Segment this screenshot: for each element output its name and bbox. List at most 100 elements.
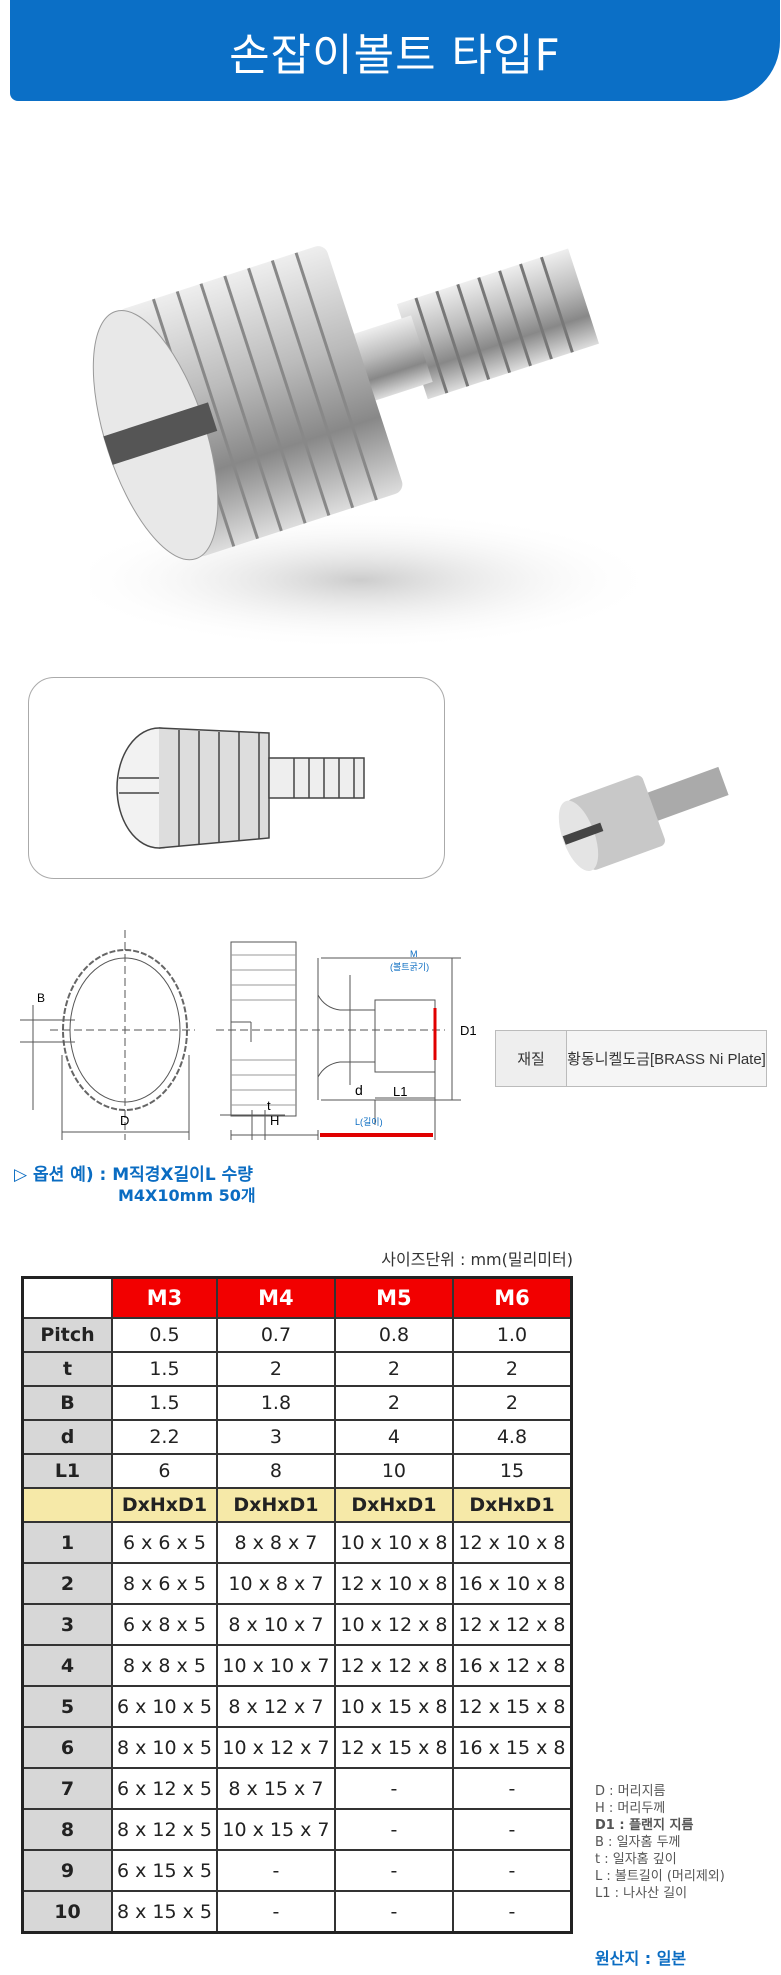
column-header: M4 bbox=[215, 1276, 336, 1319]
header-blank-cell bbox=[21, 1276, 113, 1319]
size-cell: - bbox=[451, 1808, 573, 1851]
size-cell: 12 x 15 x 8 bbox=[333, 1726, 454, 1769]
size-cell: 8 x 6 x 5 bbox=[111, 1562, 218, 1605]
spec-cell: 8 bbox=[215, 1453, 336, 1489]
label-M: M bbox=[410, 949, 418, 959]
bolt-line-drawing bbox=[116, 727, 365, 849]
size-cell: - bbox=[333, 1808, 454, 1851]
row-number: 1 bbox=[21, 1521, 113, 1564]
spec-cell: 2 bbox=[333, 1351, 454, 1387]
legend-item: D : 머리지름 bbox=[595, 1784, 666, 1799]
spec-cell: 2 bbox=[215, 1351, 336, 1387]
size-cell: 12 x 12 x 8 bbox=[333, 1644, 454, 1687]
size-cell: 12 x 10 x 8 bbox=[451, 1521, 573, 1564]
spec-cell: 0.5 bbox=[111, 1317, 218, 1353]
size-cell: 10 x 12 x 8 bbox=[333, 1603, 454, 1646]
material-label: 재질 bbox=[496, 1031, 567, 1086]
spec-cell: 1.5 bbox=[111, 1351, 218, 1387]
size-cell: 10 x 12 x 7 bbox=[215, 1726, 336, 1769]
spec-cell: 0.7 bbox=[215, 1317, 336, 1353]
size-unit-note: 사이즈단위 : mm(밀리미터) bbox=[381, 1250, 573, 1269]
label-H: H bbox=[270, 1113, 279, 1128]
legend-item: D1 : 플랜지 지름 bbox=[595, 1818, 694, 1833]
size-cell: 16 x 15 x 8 bbox=[451, 1726, 573, 1769]
size-cell: - bbox=[215, 1890, 336, 1934]
line-drawing-box bbox=[28, 677, 445, 879]
size-cell: 12 x 15 x 8 bbox=[451, 1685, 573, 1728]
legend-item: B : 일자홈 두께 bbox=[595, 1835, 681, 1850]
spec-cell: 1.0 bbox=[451, 1317, 573, 1353]
size-cell: 8 x 15 x 5 bbox=[111, 1890, 218, 1934]
row-number: 7 bbox=[21, 1767, 113, 1810]
dimension-header-cell: DxHxD1 bbox=[451, 1487, 573, 1523]
size-cell: - bbox=[451, 1767, 573, 1810]
dimension-header-cell: DxHxD1 bbox=[215, 1487, 336, 1523]
row-number: 3 bbox=[21, 1603, 113, 1646]
dimension-diagram: B D H t d L1 D1 M (볼트굵기) L(길이) bbox=[20, 930, 477, 1140]
size-cell: 16 x 12 x 8 bbox=[451, 1644, 573, 1687]
size-cell: 8 x 15 x 7 bbox=[215, 1767, 336, 1810]
spec-cell: 3 bbox=[215, 1419, 336, 1455]
size-cell: 8 x 8 x 5 bbox=[111, 1644, 218, 1687]
option-example-value: M4X10mm 50개 bbox=[118, 1186, 256, 1205]
row-label: B bbox=[21, 1385, 113, 1421]
spec-cell: 2 bbox=[451, 1385, 573, 1421]
spec-cell: 1.5 bbox=[111, 1385, 218, 1421]
material-value: 황동니켈도금[BRASS Ni Plate] bbox=[567, 1031, 766, 1086]
spec-cell: 15 bbox=[451, 1453, 573, 1489]
label-d: d bbox=[355, 1082, 363, 1098]
column-header: M6 bbox=[451, 1276, 573, 1319]
spec-cell: 10 bbox=[333, 1453, 454, 1489]
spec-cell: 2.2 bbox=[111, 1419, 218, 1455]
size-cell: - bbox=[451, 1849, 573, 1892]
row-number: 5 bbox=[21, 1685, 113, 1728]
origin-label: 원산지 : 일본 bbox=[595, 1949, 687, 1968]
row-label: t bbox=[21, 1351, 113, 1387]
dimension-header-cell: DxHxD1 bbox=[333, 1487, 454, 1523]
label-D: D bbox=[120, 1113, 129, 1128]
dimension-header-cell: DxHxD1 bbox=[111, 1487, 218, 1523]
row-label: d bbox=[21, 1419, 113, 1455]
size-cell: 8 x 12 x 7 bbox=[215, 1685, 336, 1728]
row-label: L1 bbox=[21, 1453, 113, 1489]
label-M-desc: (볼트굵기) bbox=[390, 962, 429, 972]
legend-item: t : 일자홈 깊이 bbox=[595, 1852, 677, 1867]
row-number: 4 bbox=[21, 1644, 113, 1687]
size-cell: 6 x 6 x 5 bbox=[111, 1521, 218, 1564]
size-cell: - bbox=[333, 1849, 454, 1892]
page-title: 손잡이볼트 타입F bbox=[229, 29, 561, 81]
column-header: M5 bbox=[333, 1276, 454, 1319]
spec-cell: 4.8 bbox=[451, 1419, 573, 1455]
spec-cell: 1.8 bbox=[215, 1385, 336, 1421]
dimension-header-blank bbox=[21, 1487, 113, 1523]
size-cell: - bbox=[333, 1767, 454, 1810]
title-banner: 손잡이볼트 타입F bbox=[10, 0, 780, 101]
spec-cell: 6 bbox=[111, 1453, 218, 1489]
spec-cell: 4 bbox=[333, 1419, 454, 1455]
row-number: 10 bbox=[21, 1890, 113, 1934]
option-example: ▷ 옵션 예) : M직경X길이L 수량 bbox=[14, 1165, 253, 1185]
column-header: M3 bbox=[111, 1276, 218, 1319]
size-cell: 6 x 12 x 5 bbox=[111, 1767, 218, 1810]
size-cell: 8 x 12 x 5 bbox=[111, 1808, 218, 1851]
label-L1: L1 bbox=[393, 1084, 407, 1099]
size-cell: 8 x 8 x 7 bbox=[215, 1521, 336, 1564]
product-photo-small bbox=[558, 766, 729, 872]
size-cell: 6 x 10 x 5 bbox=[111, 1685, 218, 1728]
row-number: 2 bbox=[21, 1562, 113, 1605]
